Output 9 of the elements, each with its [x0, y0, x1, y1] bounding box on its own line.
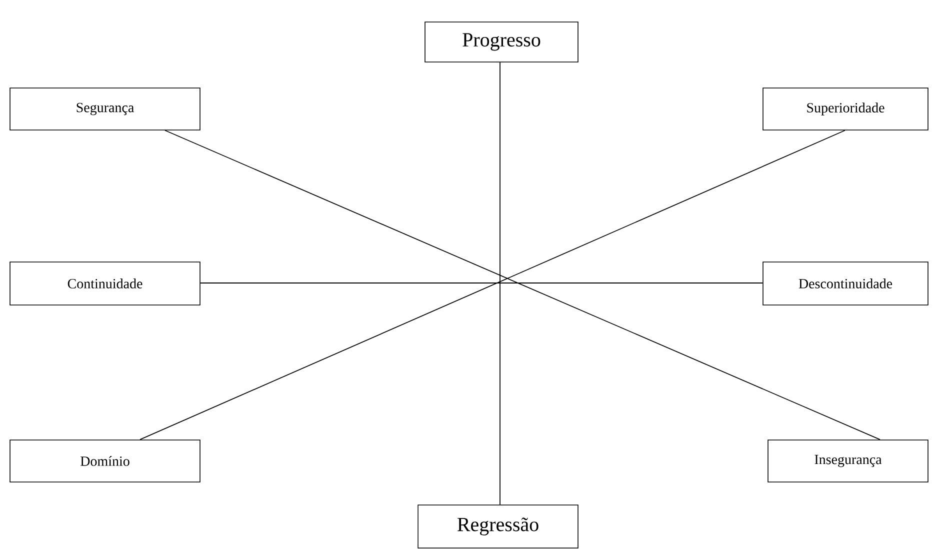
label-box: Continuidade	[10, 262, 200, 306]
label-box: Domínio	[10, 440, 200, 482]
label-box: Segurança	[10, 88, 200, 130]
label-box: Insegurança	[768, 440, 928, 482]
label-box: Descontinuidade	[762, 262, 928, 306]
label-box: Regressão	[418, 504, 578, 548]
connector-line	[200, 282, 764, 284]
label-box: Progresso	[424, 22, 578, 62]
label-box: Superioridade	[762, 88, 928, 130]
